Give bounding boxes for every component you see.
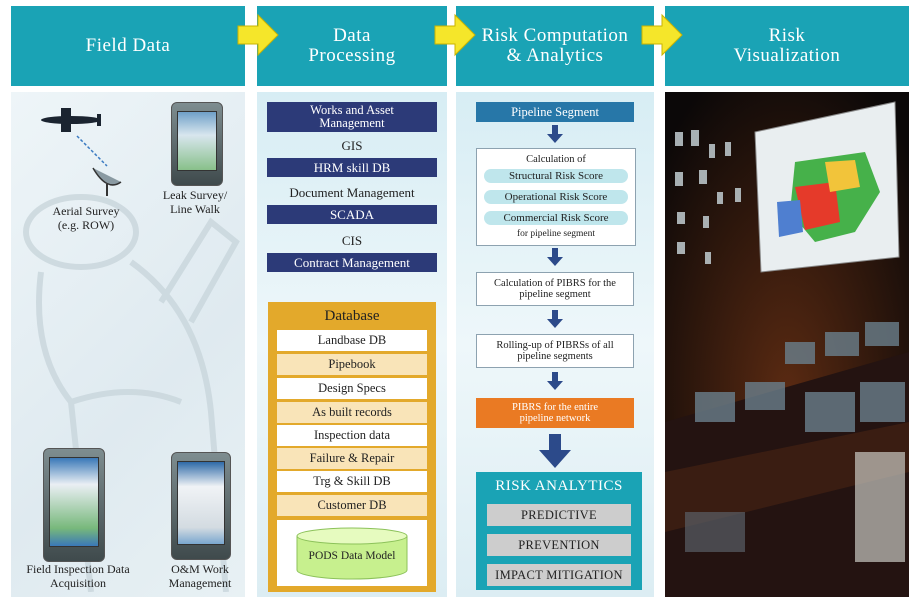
analytics-prevention: PREVENTION bbox=[487, 534, 631, 556]
risk-analytics-title: RISK ANALYTICS bbox=[495, 478, 623, 494]
down-arrow-icon bbox=[547, 248, 563, 266]
pipeline-segment-box: Pipeline Segment bbox=[476, 102, 634, 122]
source-hrm: HRM skill DB bbox=[267, 158, 437, 177]
leak-survey-caption: Leak Survey/ Line Walk bbox=[162, 188, 228, 216]
for-segment-label: for pipeline segment bbox=[516, 229, 596, 239]
handheld-device-icon bbox=[171, 102, 223, 186]
engineer-silhouette-icon bbox=[23, 194, 240, 592]
db-row-as-built: As built records bbox=[277, 402, 427, 423]
field-data-panel: Aerial Survey (e.g. ROW) Leak Survey/ Li… bbox=[11, 92, 245, 597]
source-gis: GIS bbox=[341, 138, 363, 153]
db-row-pipebook: Pipebook bbox=[277, 354, 427, 375]
down-arrow-icon bbox=[547, 372, 563, 390]
header-field-data-label: Field Data bbox=[85, 35, 171, 56]
rollup-box: Rolling-up of PIBRSs of all pipeline seg… bbox=[476, 334, 634, 368]
airplane-icon bbox=[41, 108, 101, 132]
db-row-customer: Customer DB bbox=[277, 495, 427, 516]
database-box: Database Landbase DB Pipebook Design Spe… bbox=[268, 302, 436, 592]
source-cis: CIS bbox=[341, 233, 363, 248]
om-work-device-icon bbox=[171, 452, 231, 560]
pods-area: PODS Data Model bbox=[277, 520, 427, 586]
db-row-design-specs: Design Specs bbox=[277, 378, 427, 399]
header-data-processing-label: Data Processing bbox=[308, 25, 396, 66]
db-row-inspection: Inspection data bbox=[277, 425, 427, 446]
risk-scores-box: Calculation of Structural Risk Score Ope… bbox=[476, 148, 636, 246]
database-title: Database bbox=[324, 308, 380, 324]
header-risk-visualization: Risk Visualization bbox=[665, 6, 909, 86]
header-field-data: Field Data bbox=[11, 6, 245, 86]
pibrs-network-box: PIBRS for the entire pipeline network bbox=[476, 398, 634, 428]
risk-computation-panel: Pipeline Segment Calculation of Structur… bbox=[456, 92, 654, 597]
field-inspection-caption: Field Inspection Data Acquisition bbox=[26, 562, 130, 590]
source-contract-management: Contract Management bbox=[267, 253, 437, 272]
header-risk-computation: Risk Computation & Analytics bbox=[456, 6, 654, 86]
aerial-survey-caption: Aerial Survey (e.g. ROW) bbox=[52, 204, 120, 232]
risk-analytics-box: RISK ANALYTICS PREDICTIVE PREVENTION IMP… bbox=[476, 472, 642, 590]
field-inspection-device-icon bbox=[43, 448, 105, 562]
db-row-trg-skill: Trg & Skill DB bbox=[277, 471, 427, 492]
big-down-arrow-icon bbox=[539, 434, 571, 468]
pods-label: PODS Data Model bbox=[308, 550, 396, 562]
structural-risk-score: Structural Risk Score bbox=[484, 169, 628, 183]
flow-arrow-icon bbox=[641, 13, 683, 57]
source-document-management: Document Management bbox=[289, 185, 415, 200]
header-data-processing: Data Processing bbox=[257, 6, 447, 86]
analytics-predictive: PREDICTIVE bbox=[487, 504, 631, 526]
down-arrow-icon bbox=[547, 310, 563, 328]
commercial-risk-score: Commercial Risk Score bbox=[484, 211, 628, 225]
analytics-impact-mitigation: IMPACT MITIGATION bbox=[487, 564, 631, 586]
header-risk-computation-label: Risk Computation & Analytics bbox=[481, 25, 629, 66]
db-row-failure-repair: Failure & Repair bbox=[277, 448, 427, 469]
db-row-landbase: Landbase DB bbox=[277, 330, 427, 351]
control-room-image bbox=[665, 92, 909, 597]
control-room-photo bbox=[665, 92, 909, 597]
om-work-caption: O&M Work Management bbox=[168, 562, 232, 590]
pibrs-calc-box: Calculation of PIBRS for the pipeline se… bbox=[476, 272, 634, 306]
down-arrow-icon bbox=[547, 125, 563, 143]
satellite-dish-icon bbox=[92, 167, 122, 196]
cylinder-icon bbox=[296, 527, 408, 580]
source-works-asset: Works and Asset Management bbox=[267, 102, 437, 132]
header-risk-visualization-label: Risk Visualization bbox=[733, 25, 841, 66]
data-processing-panel: Works and Asset Management GIS HRM skill… bbox=[257, 92, 447, 597]
flow-arrow-icon bbox=[237, 13, 279, 57]
source-scada: SCADA bbox=[267, 205, 437, 224]
link-arrow-icon bbox=[76, 135, 108, 167]
operational-risk-score: Operational Risk Score bbox=[484, 190, 628, 204]
flow-arrow-icon bbox=[434, 13, 476, 57]
calc-of-label: Calculation of bbox=[526, 154, 586, 165]
